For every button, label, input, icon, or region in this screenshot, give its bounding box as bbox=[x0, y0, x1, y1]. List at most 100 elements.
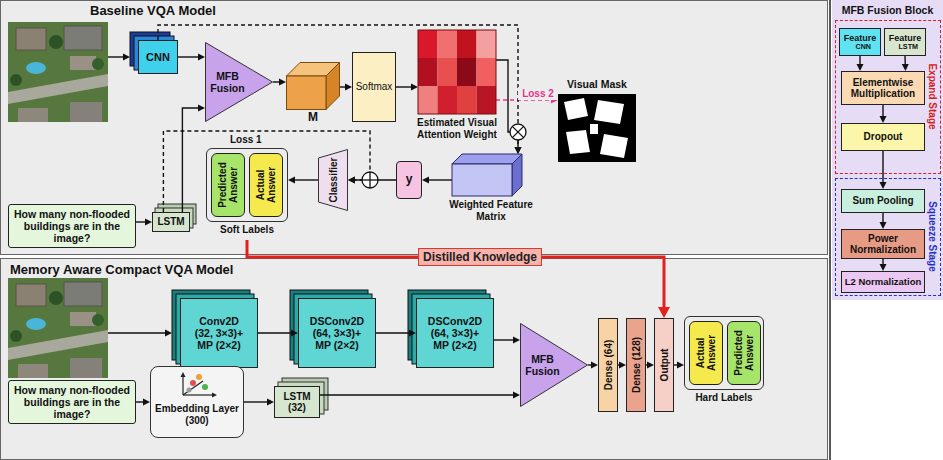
input-arrow bbox=[108, 56, 124, 57]
polygon-part bbox=[566, 130, 590, 154]
input-arrow bbox=[108, 332, 166, 333]
subscript-label: CNN bbox=[842, 43, 878, 51]
text-wrap: FeatureLSTM bbox=[887, 33, 923, 52]
connector bbox=[182, 105, 205, 213]
fusion-triangle: MFB Fusion bbox=[205, 42, 273, 122]
text-wrap: How many non-flooded buildings are in th… bbox=[11, 208, 133, 244]
polygon-part bbox=[206, 43, 273, 122]
connector-line bbox=[320, 394, 514, 395]
connector bbox=[902, 56, 909, 71]
conv-block: DSConv2D (64, 3×3)+ MP (2×2) bbox=[416, 298, 494, 368]
rect-part bbox=[457, 58, 477, 86]
connector bbox=[618, 362, 626, 369]
box-label: Sum Pooling bbox=[852, 195, 913, 206]
connector-line bbox=[178, 56, 199, 57]
line-part bbox=[183, 381, 203, 395]
arrow-head bbox=[880, 116, 887, 123]
aerial-image bbox=[8, 22, 108, 122]
polygon-part bbox=[564, 98, 588, 120]
stage-column: Expand Stage bbox=[926, 21, 939, 172]
group-caption: Hard Labels bbox=[684, 392, 764, 403]
stage-label: Squeeze Stage bbox=[926, 179, 939, 294]
panel-ground bbox=[1, 1, 828, 255]
rect-part bbox=[438, 86, 458, 114]
rect-part bbox=[558, 94, 636, 162]
model-panel: Baseline VQA ModelCNNMFB FusionMSoftmaxE… bbox=[0, 0, 828, 255]
svg-part bbox=[554, 94, 640, 164]
rotated-label: Predicted Answer bbox=[212, 154, 244, 216]
text-wrap: LSTM (32) bbox=[277, 391, 317, 414]
arrow-head bbox=[515, 147, 522, 154]
step-box: L2 Normalization bbox=[841, 271, 925, 293]
panel-ground bbox=[832, 0, 943, 300]
connector-line bbox=[396, 86, 412, 87]
arrow-head bbox=[677, 362, 684, 369]
polygon-part bbox=[600, 134, 628, 158]
connector bbox=[258, 330, 298, 337]
connector-line bbox=[294, 179, 318, 180]
connector bbox=[422, 177, 452, 184]
arrow-head bbox=[880, 182, 887, 189]
connector-line bbox=[882, 213, 883, 223]
visual-mask: Visual Mask bbox=[554, 78, 640, 164]
connector bbox=[340, 84, 352, 91]
panel-ground bbox=[1, 259, 828, 460]
divider-line bbox=[829, 0, 831, 460]
box-label: Dropout bbox=[864, 131, 903, 142]
arrow-head bbox=[513, 337, 520, 344]
line-part bbox=[369, 172, 370, 188]
caption: Estimated Visual Attention Weight bbox=[410, 117, 504, 140]
polygon-part bbox=[181, 372, 186, 377]
step-box: Elementwise Multiplication bbox=[841, 71, 925, 105]
arrow-head bbox=[409, 330, 416, 337]
output-layer: Output bbox=[654, 318, 674, 412]
connector-line bbox=[136, 221, 146, 222]
rect-part bbox=[477, 30, 497, 58]
input-arrow-head bbox=[165, 330, 172, 337]
circle-part bbox=[190, 380, 196, 386]
text-wrap: How many non-flooded buildings are in th… bbox=[11, 384, 133, 420]
arrow-head bbox=[198, 105, 205, 112]
box-label: Power Normalization bbox=[850, 233, 916, 256]
connector bbox=[674, 362, 684, 369]
circle-part bbox=[187, 388, 192, 393]
group-caption: Soft Labels bbox=[206, 224, 288, 235]
figure bbox=[442, 150, 540, 198]
figure bbox=[410, 28, 504, 116]
arrow-head bbox=[345, 84, 352, 91]
label-group: Soft Labels Predicted AnswerActual Answer bbox=[206, 148, 288, 240]
text-wrap: Dropout bbox=[844, 131, 922, 143]
rect-part bbox=[457, 86, 477, 114]
connector bbox=[136, 219, 152, 226]
arrow-head bbox=[198, 54, 205, 61]
answer-box: Actual Answer bbox=[249, 153, 283, 217]
circle-part bbox=[202, 384, 208, 390]
polygon-part bbox=[319, 150, 348, 211]
caption: Visual Mask bbox=[554, 78, 640, 90]
rect-part bbox=[457, 30, 477, 58]
panel-title: MFB Fusion Block bbox=[832, 4, 943, 16]
circle-part bbox=[196, 374, 202, 380]
fusion-label: MFB Fusion bbox=[522, 353, 563, 377]
svg-part bbox=[442, 150, 540, 198]
arrow-head bbox=[422, 177, 429, 184]
rotated-label: Output bbox=[655, 319, 673, 411]
answer-box: Predicted Answer bbox=[211, 153, 245, 217]
arrow-head bbox=[857, 64, 864, 71]
rect-part bbox=[452, 164, 512, 196]
text-wrap: Sum Pooling bbox=[844, 195, 922, 207]
connector-line bbox=[258, 332, 292, 333]
rect-part bbox=[477, 86, 497, 114]
text-wrap: DSConv2D (64, 3×3)+ MP (2×2) bbox=[426, 315, 484, 351]
text-wrap: DSConv2D (64, 3×3)+ MP (2×2) bbox=[308, 315, 366, 351]
box-label: Feature bbox=[887, 33, 923, 43]
arrow-head bbox=[902, 64, 909, 71]
box-label: Feature bbox=[842, 33, 878, 43]
lstm-block: LSTM (32) bbox=[274, 386, 320, 418]
polygon-part bbox=[512, 154, 522, 196]
connector-line bbox=[882, 105, 883, 117]
add-operator bbox=[362, 172, 378, 188]
connector-line bbox=[182, 108, 199, 212]
arrow-head bbox=[658, 307, 670, 318]
box-label: LSTM bbox=[157, 216, 184, 227]
